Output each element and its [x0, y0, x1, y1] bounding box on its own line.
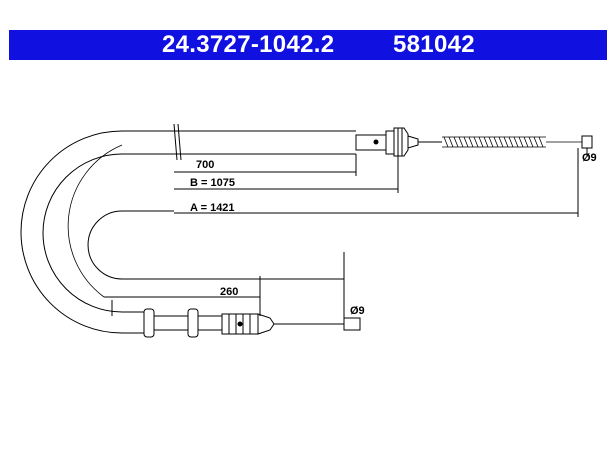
- dim-260-label: 260: [220, 286, 238, 298]
- dim-b-label: B = 1075: [190, 177, 235, 189]
- sheath-outer-line: [20, 130, 356, 334]
- bottom-grommet-right: [187, 308, 199, 338]
- top-sleeve: [355, 134, 387, 151]
- sheath-middle-line: [67, 144, 123, 298]
- bottom-grommet-left: [143, 308, 155, 338]
- dim-a-label: A = 1421: [190, 202, 235, 214]
- top-nipple: [581, 135, 593, 149]
- bottom-sleeve: [153, 315, 189, 331]
- top-end-fitting: [355, 127, 442, 157]
- reference-number: 581042: [393, 31, 475, 58]
- part-number: 24.3727-1042.2: [162, 31, 335, 58]
- bottom-sleeve-2: [197, 315, 223, 331]
- top-cone: [407, 135, 419, 149]
- top-nut: [393, 127, 409, 157]
- diameter-bottom-label: Ø9: [350, 305, 365, 317]
- top-spring: [442, 136, 582, 148]
- top-ring: [385, 130, 395, 155]
- cable-sheath: [20, 130, 356, 334]
- bottom-nipple: [343, 317, 361, 331]
- top-sleeve-dot: [373, 139, 379, 145]
- header-bar: 24.3727-1042.2 581042: [9, 30, 607, 60]
- bottom-cone: [257, 313, 275, 335]
- diameter-top-label: Ø9: [582, 152, 597, 164]
- dimension-lines-top: [174, 148, 579, 217]
- break-mark: [173, 123, 182, 161]
- bottom-end-fitting: [143, 308, 361, 338]
- sheath-inner-line: [42, 153, 356, 313]
- dim-700-label: 700: [196, 159, 214, 171]
- dimension-260: [104, 276, 261, 316]
- dimension-u-guide: [87, 210, 345, 280]
